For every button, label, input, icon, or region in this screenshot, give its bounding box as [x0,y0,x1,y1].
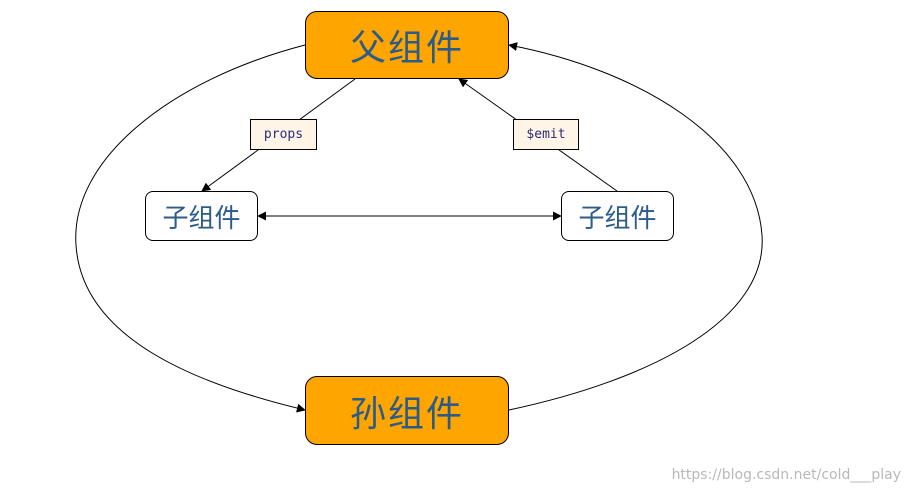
props-label-text: props [263,127,304,142]
grandchild-component-node: 孙组件 [305,376,509,445]
emit-label-text: $emit [526,127,566,142]
emit-label: $emit [513,119,579,150]
grandchild-component-label: 孙组件 [349,393,464,435]
right-child-component-node: 子组件 [561,191,674,241]
watermark-text: https://blog.csdn.net/cold___play [671,467,901,483]
right-child-component-label: 子组件 [578,203,657,234]
parent-component-node: 父组件 [305,11,509,79]
left-child-component-node: 子组件 [145,191,258,241]
props-label: props [250,119,317,150]
parent-to-grandchild-curve [75,44,306,413]
grandchild-to-parent-curve [508,42,763,411]
left-child-component-label: 子组件 [162,203,241,234]
parent-component-label: 父组件 [349,28,464,69]
